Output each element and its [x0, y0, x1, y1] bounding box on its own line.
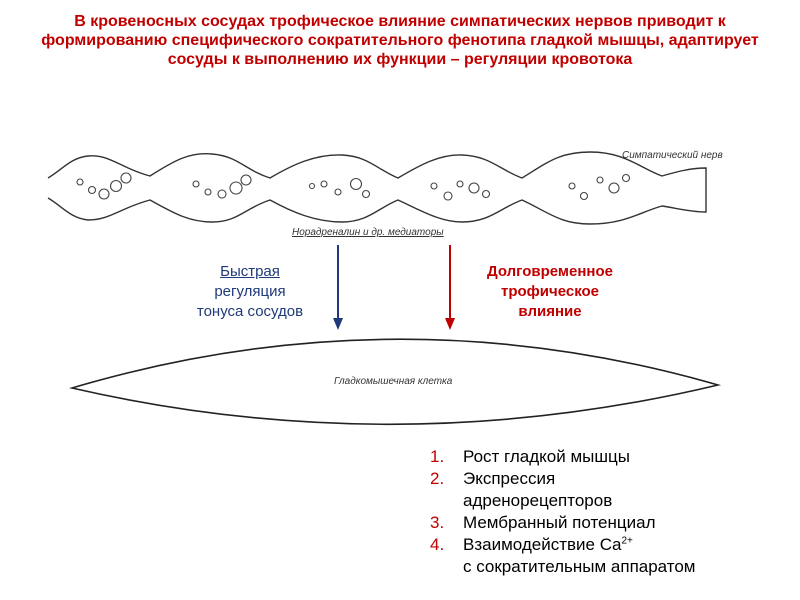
slide-title: В кровеносных сосудах трофическое влияни…: [41, 13, 759, 68]
list-text: Взаимодействие Ca: [463, 535, 622, 554]
list-text: Мембранный потенциал: [463, 513, 656, 532]
vesicle: [192, 180, 200, 188]
list-text: Рост гладкой мышцы: [463, 447, 630, 466]
vesicle: [568, 182, 576, 190]
fast-arrowhead: [333, 318, 343, 330]
list-item: 2. Экспрессия адренорецепторов: [430, 468, 703, 512]
cell-label: Гладкомышечная клетка: [334, 376, 453, 387]
vesicle: [456, 180, 464, 188]
vesicle: [109, 179, 123, 193]
vesicles: [76, 172, 631, 201]
list-item: 1. Рост гладкой мышцы: [430, 446, 703, 468]
list-number: 1.: [430, 447, 445, 466]
trophic-influence-label: Долговременное трофическое влияние: [455, 262, 645, 322]
nerve-label: Симпатический нерв: [622, 150, 723, 161]
list-item: 3. Мембранный потенциал: [430, 512, 703, 534]
vesicle: [481, 189, 491, 199]
vesicle: [334, 188, 342, 196]
list-number: 2.: [430, 469, 445, 488]
vesicle: [217, 189, 227, 199]
slow-arrowhead: [445, 318, 455, 330]
fast-line3: тонуса сосудов: [196, 303, 304, 320]
slow-line2: трофическое: [500, 283, 600, 300]
vesicle: [608, 182, 620, 194]
smooth-muscle-cell: [68, 338, 722, 426]
vesicle: [596, 176, 604, 184]
vesicle: [349, 177, 363, 191]
list-text: Экспрессия адренорецепторов: [463, 469, 613, 510]
vesicle: [229, 181, 243, 195]
list-number: 3.: [430, 513, 445, 532]
effects-list: 1. Рост гладкой мышцы 2. Экспрессия адре…: [430, 446, 703, 578]
vesicle: [320, 180, 328, 188]
fast-regulation-label: Быстрая регуляция тонуса сосудов: [170, 262, 330, 322]
vesicle: [87, 185, 97, 195]
list-number: 4.: [430, 535, 445, 554]
vesicle: [621, 173, 631, 183]
vesicle: [76, 178, 84, 186]
vesicle: [579, 191, 589, 201]
vesicle: [308, 182, 316, 190]
vesicle: [443, 191, 453, 201]
fast-line1: Быстрая: [220, 263, 280, 280]
vesicle: [468, 182, 480, 194]
vesicle: [240, 174, 252, 186]
vesicle: [120, 172, 132, 184]
fast-line2: регуляция: [214, 283, 286, 300]
list-text: с сократительным аппаратом: [463, 557, 696, 576]
slow-line1: Долговременное: [487, 263, 613, 280]
vesicle: [204, 188, 212, 196]
list-item: 4. Взаимодействие Ca2+ с сократительным …: [430, 534, 703, 578]
mediator-label: Норадреналин и др. медиаторы: [292, 227, 444, 238]
superscript: 2+: [621, 535, 633, 547]
vesicle: [98, 188, 110, 200]
vesicle: [361, 189, 371, 199]
slow-line3: влияние: [518, 303, 582, 320]
vesicle: [430, 182, 438, 190]
nerve-fiber-outline: [47, 151, 707, 225]
